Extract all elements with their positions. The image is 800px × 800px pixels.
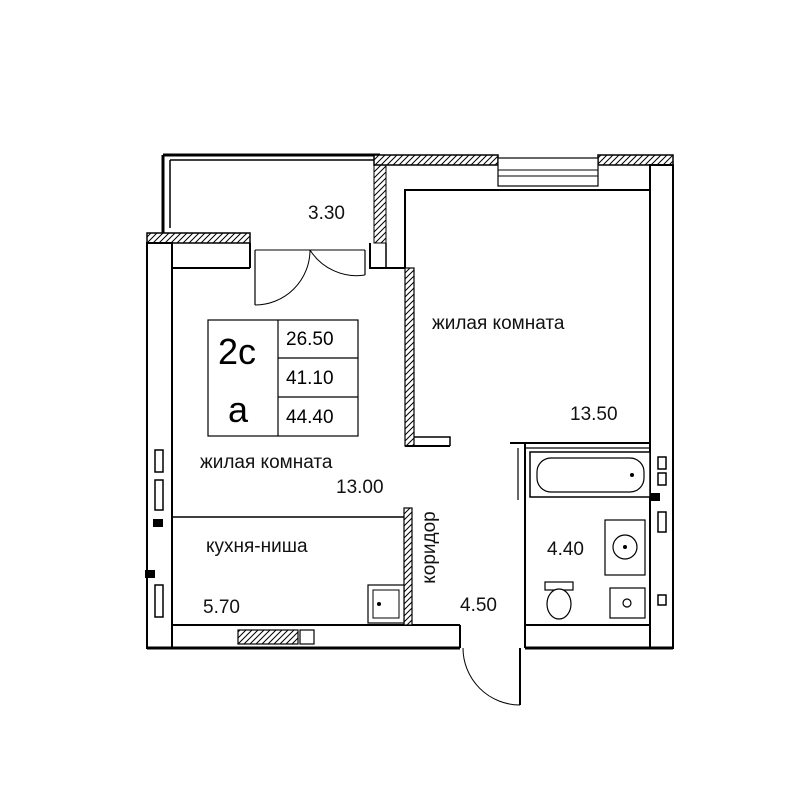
area-with-balcony: 44.40 xyxy=(286,407,334,428)
apartment-type-letter: а xyxy=(228,389,249,430)
area-living: 26.50 xyxy=(286,329,334,350)
apartment-legend-frame xyxy=(207,319,359,437)
area-total: 41.10 xyxy=(286,368,334,389)
bathroom-area: 4.40 xyxy=(547,539,584,560)
apartment-type-code: 2с xyxy=(218,331,257,372)
corridor-label: коридор xyxy=(418,511,440,584)
sink xyxy=(604,519,646,576)
kitchen-label: кухня-ниша xyxy=(206,536,308,557)
bathtub xyxy=(529,451,651,498)
entrance-door xyxy=(462,647,521,706)
room1-area: 13.50 xyxy=(570,404,618,425)
interior-walls xyxy=(172,267,650,626)
kitchen-stove xyxy=(367,584,405,624)
balcony-door xyxy=(254,249,366,306)
room2-area: 13.00 xyxy=(336,477,384,498)
apartment-legend: 2с а 26.50 41.10 44.40 xyxy=(208,320,358,436)
corridor-area: 4.50 xyxy=(460,595,497,616)
wall-windows xyxy=(145,449,667,645)
room1-label: жилая комната xyxy=(432,313,565,334)
room2-label: жилая комната xyxy=(200,452,333,473)
balcony-area: 3.30 xyxy=(308,203,345,224)
kitchen-area: 5.70 xyxy=(203,597,240,618)
outer-walls xyxy=(146,154,674,650)
balcony xyxy=(161,153,387,244)
toilet xyxy=(544,581,574,620)
washing-machine xyxy=(609,587,646,619)
